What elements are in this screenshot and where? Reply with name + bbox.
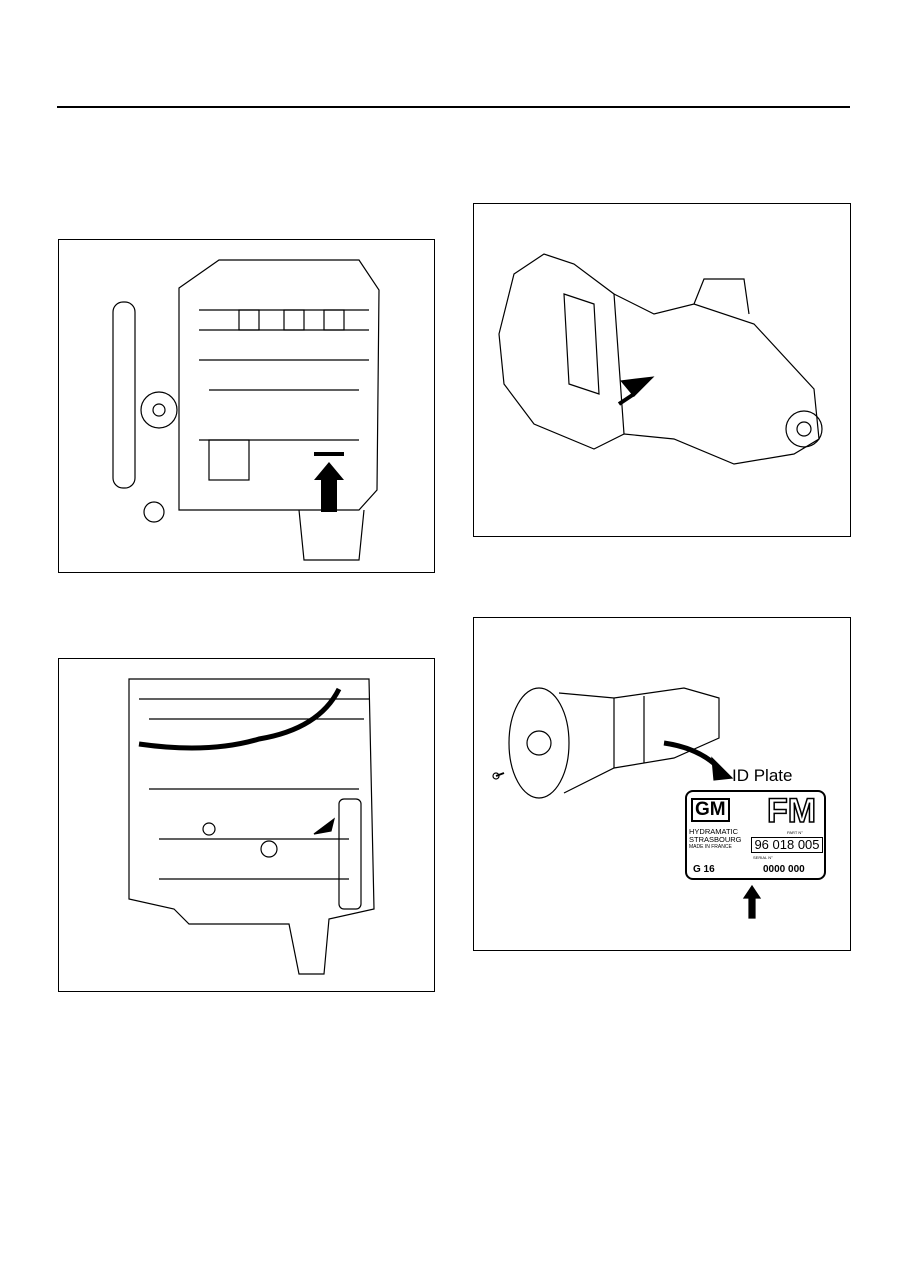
serial-label: SERIAL N° <box>753 855 773 860</box>
plate-line: STRASBOURG <box>689 835 742 844</box>
manual-transmission-illustration <box>498 253 823 465</box>
engine-front-illustration <box>112 259 380 561</box>
part-number: 96 018 005 <box>751 837 823 853</box>
plate-line: HYDRAMATIC <box>689 827 739 836</box>
arrow-up-icon <box>742 884 762 919</box>
model-code: G 16 <box>693 864 715 875</box>
automatic-transmission-illustration <box>492 687 762 919</box>
header-rule <box>57 106 850 108</box>
id-plate: GM FM HYDRAMATIC STRASBOURG MADE IN FRAN… <box>685 790 826 880</box>
gm-logo: GM <box>691 798 730 822</box>
figure-engine-front <box>58 239 435 573</box>
arrow-up-icon <box>314 452 344 512</box>
fm-code: FM <box>766 792 817 830</box>
part-label: PART N° <box>787 830 803 835</box>
engine-side-illustration <box>128 678 375 975</box>
figure-automatic-transmission: ID Plate GM FM HYDRAMATIC STRASBOURG MAD… <box>473 617 851 951</box>
id-plate-label: ID Plate <box>732 766 793 785</box>
serial-number: 0000 000 <box>763 864 805 875</box>
plate-line: MADE IN FRANCE <box>689 844 732 850</box>
figure-manual-transmission <box>473 203 851 537</box>
figure-engine-side <box>58 658 435 992</box>
